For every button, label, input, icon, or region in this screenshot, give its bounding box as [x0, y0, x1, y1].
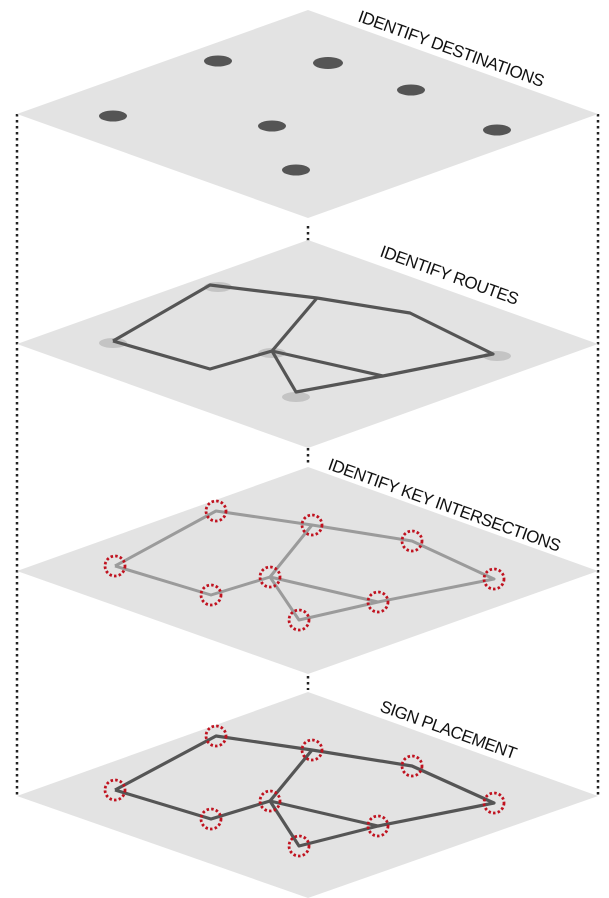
layer-key-intersections: IDENTIFY KEY INTERSECTIONS: [17, 455, 598, 674]
sign-location-marker: [199, 807, 223, 831]
route-line: [268, 524, 379, 604]
layer-plane: [17, 467, 598, 674]
destination-marker: [99, 110, 127, 122]
route-line: [270, 296, 384, 378]
destination-marker: [483, 124, 511, 136]
intersection-marker: [287, 608, 311, 632]
intersection-marker: [103, 554, 127, 578]
destination-marker: [99, 338, 127, 348]
destination-marker: [313, 57, 343, 69]
route-line: [268, 748, 379, 828]
route-line: [114, 509, 496, 622]
layer-routes: IDENTIFY ROUTES: [17, 240, 598, 448]
sign-location-marker: [204, 724, 228, 748]
intersection-marker: [482, 567, 506, 591]
sign-location-marker: [287, 834, 311, 858]
route-line: [112, 283, 495, 394]
faded-destination-markers: [99, 282, 511, 402]
intersection-markers: [103, 499, 506, 632]
route-line: [114, 734, 496, 848]
layer-sign-placement: SIGN PLACEMENT: [17, 692, 598, 898]
destination-marker: [204, 55, 232, 67]
intersection-marker: [204, 499, 228, 523]
layer-destinations: IDENTIFY DESTINATIONS: [17, 7, 598, 218]
sign-location-marker: [258, 789, 282, 813]
intersection-marker: [300, 513, 324, 537]
route-network: [114, 734, 496, 848]
destination-marker: [397, 84, 425, 96]
sign-location-marker: [300, 738, 324, 762]
layer-connectors: [15, 114, 600, 795]
destination-marker: [258, 120, 286, 132]
sign-location-marker: [103, 778, 127, 802]
route-network: [114, 509, 496, 622]
sign-location-marker: [482, 791, 506, 815]
destination-marker: [282, 164, 310, 176]
intersection-marker: [366, 590, 390, 614]
route-network: [112, 283, 495, 394]
layer-plane: [17, 692, 598, 898]
layer-plane: [17, 10, 598, 218]
destination-marker: [282, 392, 310, 402]
sign-location-markers: [103, 724, 506, 858]
layer-plane: [17, 240, 598, 448]
sign-location-marker: [366, 814, 390, 838]
intersection-marker: [400, 529, 424, 553]
intersection-marker: [258, 565, 282, 589]
intersection-marker: [199, 583, 223, 607]
destination-markers: [99, 55, 511, 176]
sign-location-marker: [400, 754, 424, 778]
